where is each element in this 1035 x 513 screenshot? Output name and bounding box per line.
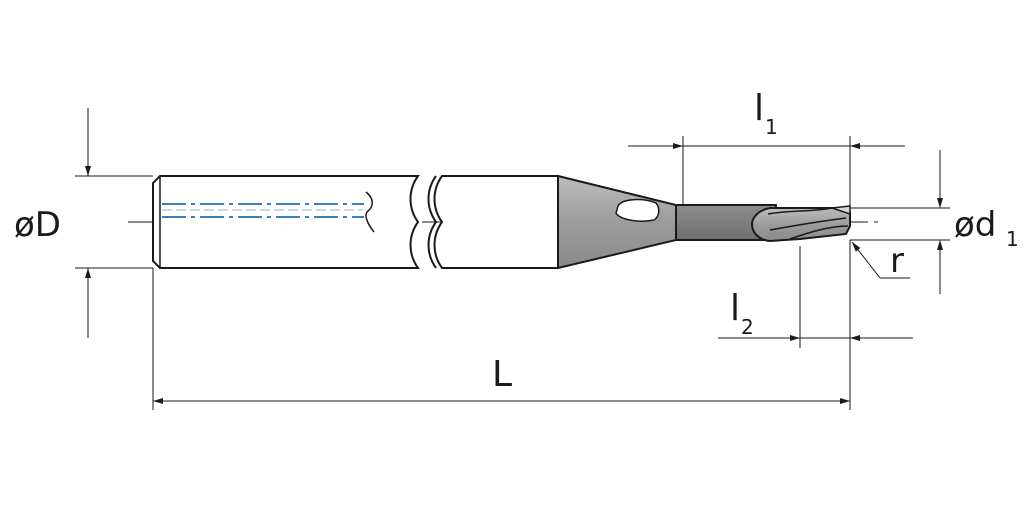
label-d1-sub: 1 [1006,227,1019,251]
taper [557,174,677,270]
label-l2-sub: 2 [741,315,754,339]
dim-l1 [628,136,905,208]
break-mark [427,175,438,269]
label-shank-diameter: øD [14,205,61,245]
shank-right [433,175,559,269]
label-total-length: L [492,354,512,395]
shank-left [152,175,420,269]
dim-shank-diameter [75,108,153,338]
dim-total-length [152,240,851,410]
dim-l2 [718,246,913,348]
cutting-head [750,205,851,243]
label-l1: l [754,88,764,129]
label-d1: ød [954,205,996,245]
dim-d1 [850,150,950,294]
label-l1-sub: 1 [765,115,778,139]
label-l2: l [730,288,740,329]
label-radius: r [890,241,904,281]
taper-highlight [615,198,660,222]
dim-radius [851,241,910,279]
